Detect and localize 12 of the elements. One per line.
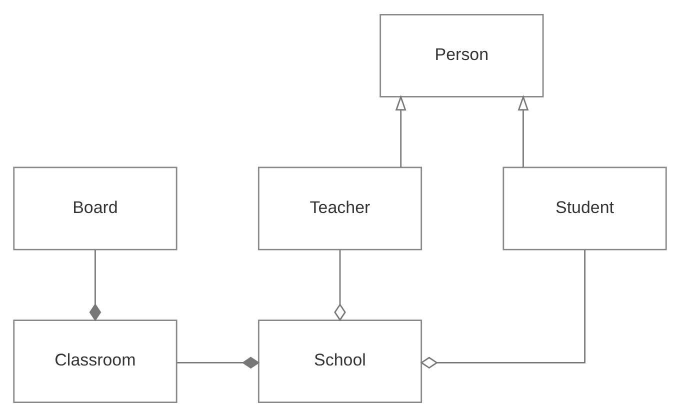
connector — [176, 356, 260, 368]
node-box: Student — [502, 166, 667, 250]
connector — [334, 249, 346, 321]
connector — [420, 249, 586, 368]
node-box: Classroom — [13, 319, 178, 403]
arrow — [395, 94, 406, 167]
arrow — [518, 94, 529, 167]
node-box: Board — [13, 166, 178, 250]
connector — [89, 249, 102, 321]
node-box: Person — [380, 13, 544, 97]
node-box: Teacher — [258, 166, 422, 250]
node-box: School — [258, 319, 422, 403]
